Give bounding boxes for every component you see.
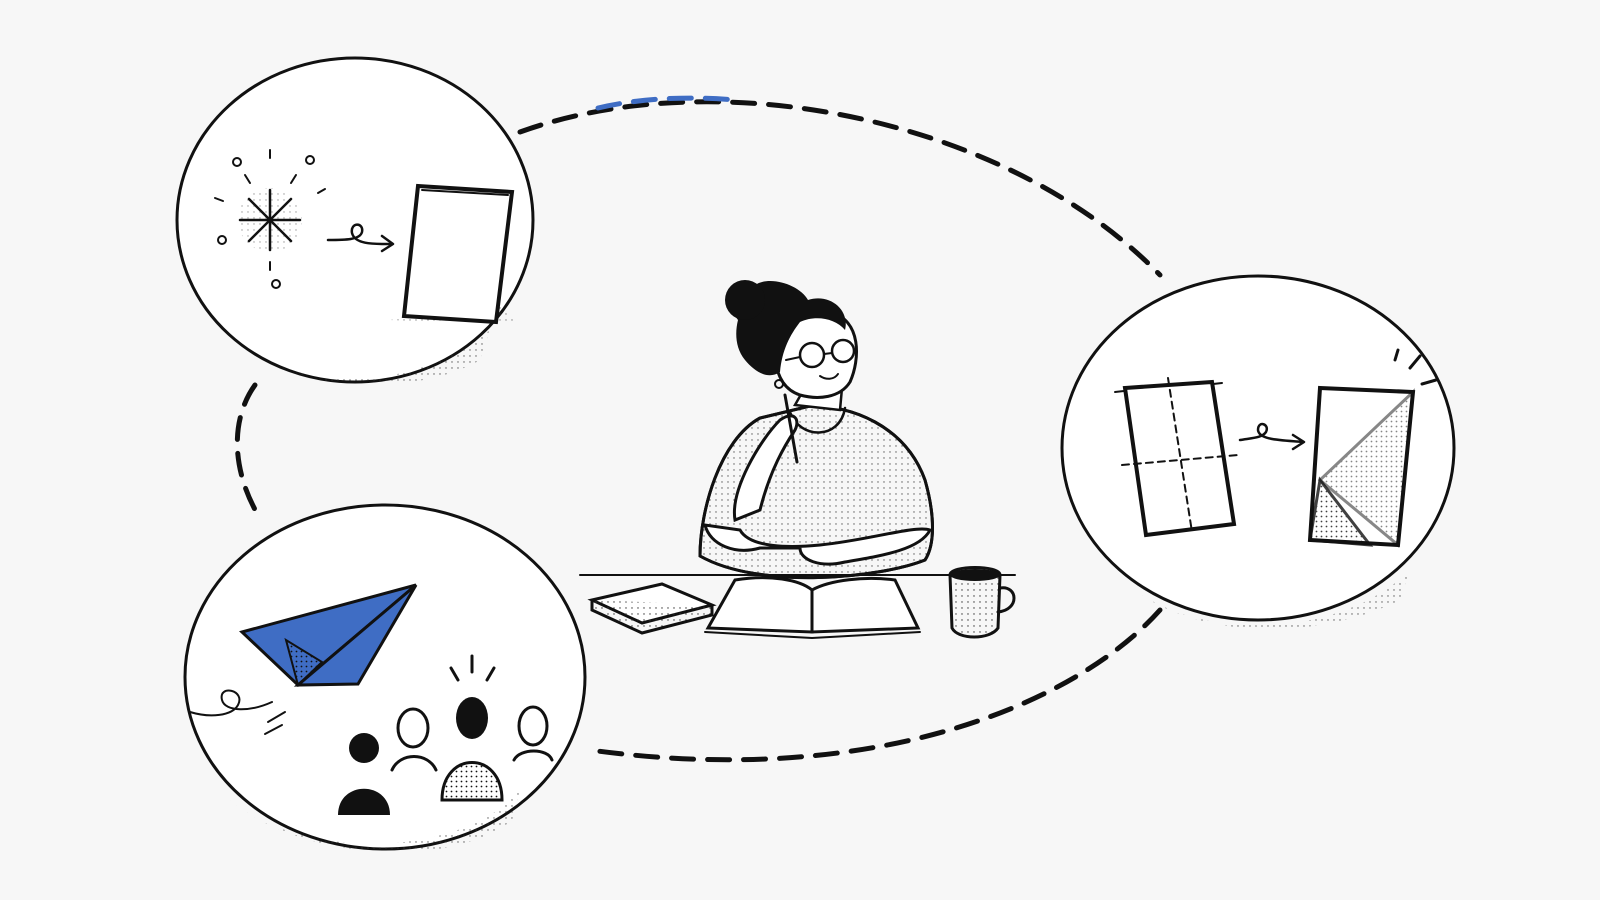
pen-icon [783, 393, 799, 464]
folded-paper-icon [1307, 348, 1438, 548]
dashed-connector [234, 95, 1163, 763]
arrow-icon [1238, 422, 1306, 451]
vignette-spark-to-page [175, 56, 535, 385]
person-icon [698, 280, 934, 580]
closed-book-icon [587, 582, 717, 635]
audience-icon [338, 654, 554, 815]
vignette-launch-to-audience [183, 503, 587, 853]
open-notebook-icon [704, 576, 921, 639]
arrow-icon [326, 223, 395, 253]
paper-plane-icon [189, 583, 418, 735]
glasses-icon [785, 338, 856, 369]
vignette-fold-paper [1060, 274, 1456, 629]
blank-page-icon [390, 183, 520, 325]
folded-sheet-icon [1114, 377, 1239, 538]
center-figure [579, 280, 1016, 639]
sparkle-icon [214, 149, 326, 289]
coffee-mug-icon [948, 566, 1016, 639]
